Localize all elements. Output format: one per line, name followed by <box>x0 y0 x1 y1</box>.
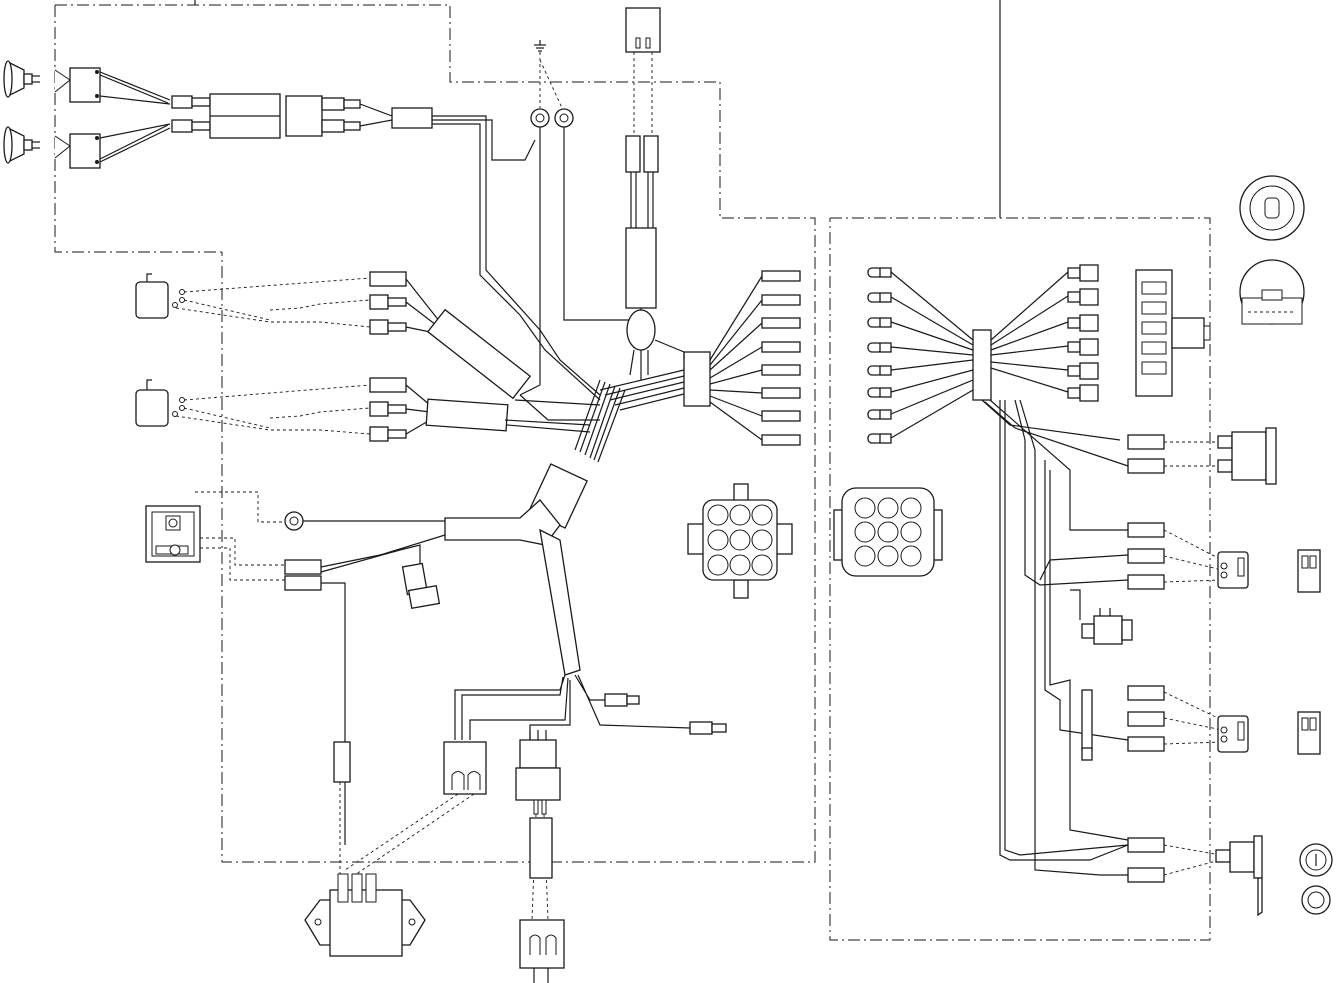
multi-pin-housing-right <box>1135 269 1211 397</box>
fanout-splice-right <box>890 271 1069 439</box>
accessory-plug <box>1164 427 1277 485</box>
headlight-bulb-lower <box>3 126 40 164</box>
rocker-switch-upper <box>1163 529 1321 593</box>
boundary-console-group <box>194 0 1211 941</box>
fanout-terminals-right-right <box>1067 264 1099 402</box>
rocker-switch-lower <box>1163 691 1321 755</box>
relay-left <box>401 562 441 610</box>
nine-pin-connector-female <box>833 487 943 577</box>
main-harness-trunk <box>444 379 626 676</box>
headlight-sockets <box>54 67 101 169</box>
relay-right <box>1081 608 1133 645</box>
ignition-key-switch-right <box>1239 175 1305 325</box>
headlight-main-wire <box>432 115 601 401</box>
diode-block <box>1081 689 1093 761</box>
stator-plug <box>519 919 565 983</box>
voltage-regulator-connector <box>344 741 487 876</box>
ground-symbol <box>534 40 563 109</box>
ignition-switch-left <box>145 491 446 900</box>
headlight-wires <box>99 71 171 163</box>
fanout-terminals-right-left <box>867 267 892 444</box>
console-trunk <box>981 399 1129 876</box>
ring-terminal-1 <box>519 108 550 396</box>
ring-terminal-2 <box>554 108 630 321</box>
lower-branch-wires <box>454 674 727 740</box>
voltage-regulator <box>304 873 426 957</box>
switch-wire-sleeves <box>425 308 601 433</box>
nine-pin-connector-male <box>687 483 793 599</box>
power-outlet <box>1163 835 1333 917</box>
micro-switch-lower <box>135 377 431 442</box>
fanout-splice-left <box>599 339 711 411</box>
headlight-bulb-upper <box>3 60 40 98</box>
top-two-pin-connector <box>625 7 661 380</box>
fanout-terminals-left <box>709 270 801 446</box>
micro-switch-upper <box>135 271 441 335</box>
stator-connector <box>515 730 561 921</box>
console-connectors <box>1127 434 1165 883</box>
headlight-connector-pair <box>171 93 433 139</box>
